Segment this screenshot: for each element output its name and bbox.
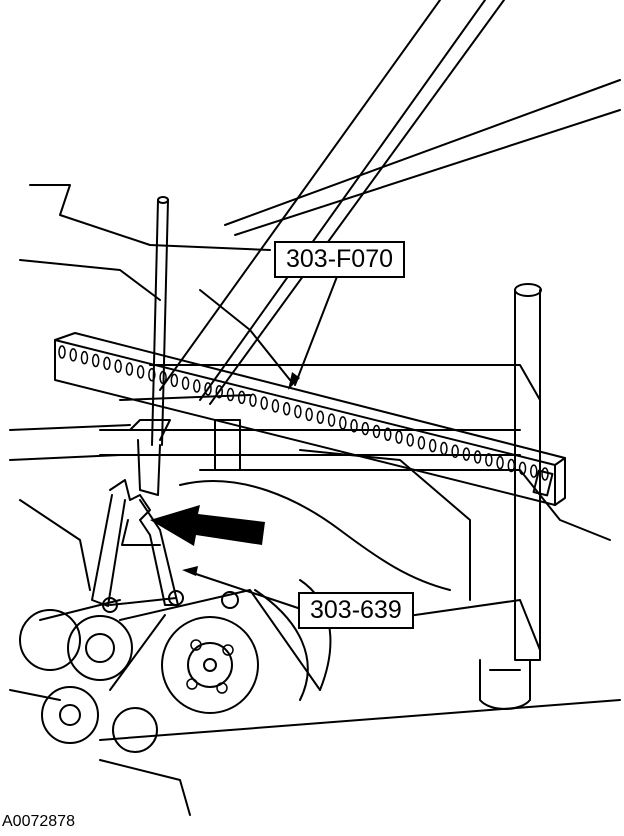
callout-label-lever-tool: 303-639 <box>310 596 402 624</box>
bar-hole <box>103 356 111 371</box>
bar-hole <box>350 419 358 433</box>
figure-id: A0072878 <box>2 813 75 830</box>
engine-body <box>9 364 621 816</box>
bar-hole <box>69 348 77 362</box>
bar-hole <box>462 447 471 461</box>
lever-tool <box>91 479 184 613</box>
callout-label-bar-tool: 303-F070 <box>286 245 394 273</box>
callout-303-F070: 303-F070 <box>274 241 406 278</box>
bar-hole <box>530 464 538 478</box>
bar-hole <box>428 438 437 453</box>
bar-hole <box>271 399 280 413</box>
leader-lines <box>182 273 339 609</box>
bar-hole <box>215 384 224 399</box>
support-brace <box>99 419 521 471</box>
bar-hole <box>541 467 549 481</box>
bar-hole <box>193 379 201 393</box>
bar-hole <box>451 444 459 459</box>
bar-hole <box>226 387 235 402</box>
bar-hole <box>518 461 527 476</box>
bar-hole <box>417 436 426 450</box>
perforated-bar <box>54 332 566 506</box>
bar-hole <box>170 373 179 388</box>
bar-hole <box>496 455 504 470</box>
bar-hole <box>485 453 493 467</box>
bar-hole <box>395 430 403 444</box>
bar-hole <box>294 404 302 419</box>
right-support-post <box>479 283 542 710</box>
callout-303-639: 303-639 <box>298 592 414 629</box>
bar-hole <box>58 345 66 359</box>
bar-hole <box>148 367 156 382</box>
bar-hole <box>204 382 212 396</box>
bar-hole <box>361 421 370 436</box>
bar-hole <box>260 396 268 410</box>
bar-hole <box>181 376 190 390</box>
bar-hole <box>383 427 392 442</box>
bar-hole <box>372 424 381 439</box>
bar-hole <box>473 450 482 464</box>
bar-hole <box>339 416 347 430</box>
hood-strut-lines <box>19 0 621 405</box>
bar-hole <box>80 350 89 365</box>
pulleys <box>19 589 321 753</box>
bar-hole <box>440 441 448 456</box>
direction-arrow <box>150 505 265 546</box>
bar-hole <box>305 407 313 422</box>
bar-hole <box>91 353 100 368</box>
bar-hole <box>327 413 336 427</box>
bar-hole <box>136 365 145 379</box>
bar-hole <box>406 433 414 447</box>
left-rod <box>129 196 171 496</box>
bar-hole <box>237 390 246 405</box>
bar-hole <box>282 401 291 416</box>
bar-hole <box>316 410 325 425</box>
bar-hole <box>249 393 257 407</box>
bar-hole <box>114 359 122 373</box>
bar-hole <box>125 362 134 376</box>
